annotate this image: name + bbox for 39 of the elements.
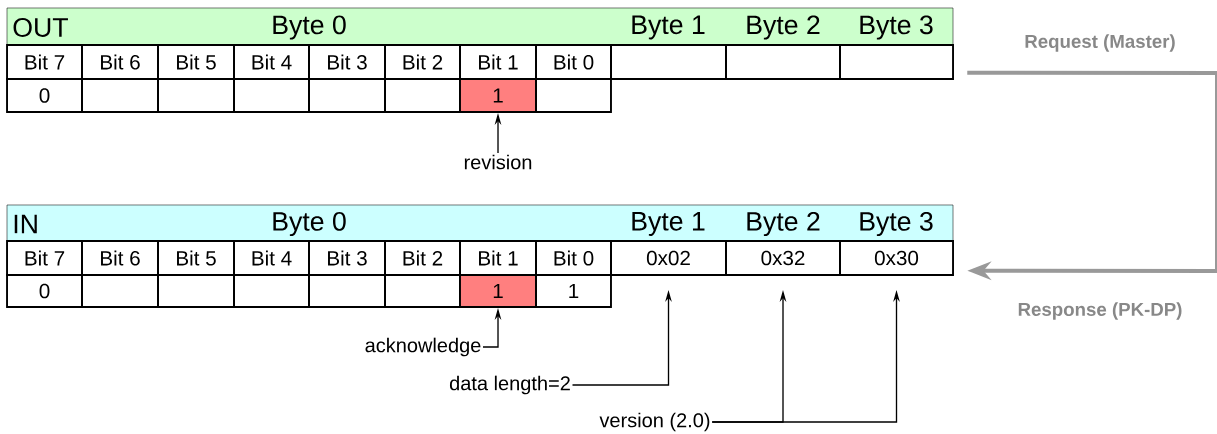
byte-label: Byte 3 (860, 15, 933, 40)
byte-label: Byte 2 (747, 15, 820, 40)
flow-arrow (967, 70, 1217, 281)
byte-label: Byte 0 (273, 211, 346, 237)
table-cell: 0 (6, 274, 83, 308)
table-cell: Bit 4 (233, 44, 310, 80)
table-cell: Bit 0 (535, 240, 612, 276)
annotation: data length=2 (449, 375, 570, 395)
direction-label: OUT (13, 18, 68, 37)
table-cell: 0x02 (610, 240, 727, 276)
table-cell: 0x30 (839, 240, 954, 276)
table-cell: Bit 2 (384, 240, 461, 276)
table-cell: 1 (459, 78, 537, 113)
table-cell: Bit 6 (81, 44, 159, 80)
table-cell: Bit 5 (157, 240, 235, 276)
table-cell: Bit 3 (308, 240, 386, 276)
annotation: revision (464, 154, 532, 170)
table-cell: Bit 2 (384, 44, 461, 80)
direction-label: Response (PK-DP) (1018, 302, 1182, 320)
table-cell: Bit 4 (233, 240, 310, 276)
direction-label: IN (14, 214, 37, 234)
annotation: acknowledge (365, 337, 481, 357)
table-cell: Bit 5 (157, 44, 235, 80)
table-cell: Bit 0 (535, 44, 612, 80)
byte-label: Byte 0 (273, 15, 346, 40)
table-cell: 0 (6, 78, 83, 113)
table-cell: 0x32 (725, 240, 841, 276)
table-cell: Bit 6 (81, 240, 159, 276)
byte-label: Byte 1 (632, 15, 705, 40)
table-cell: Bit 7 (6, 240, 83, 276)
table-cell: Bit 3 (308, 44, 386, 80)
annotation: version (2.0) (599, 412, 710, 432)
byte-label: Byte 3 (860, 211, 933, 237)
byte-label: Byte 2 (747, 211, 820, 237)
table-cell: 1 (459, 274, 537, 308)
table-cell: Bit 7 (6, 44, 83, 80)
table-cell: 1 (535, 274, 612, 308)
direction-label: Request (Master) (1025, 34, 1175, 52)
byte-label: Byte 1 (632, 212, 705, 236)
